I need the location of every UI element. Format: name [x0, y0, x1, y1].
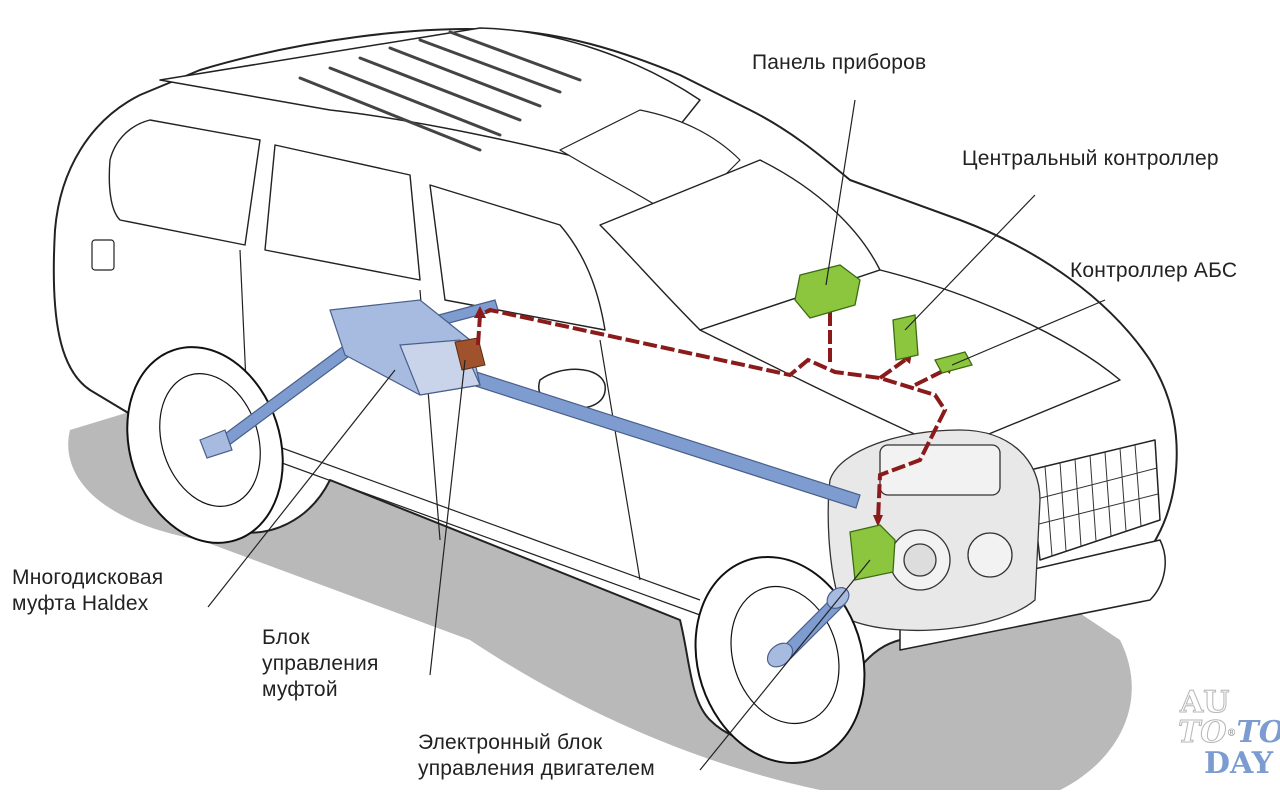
- label-text: управления: [262, 652, 379, 675]
- logo-line-2: TO®TO: [1177, 715, 1280, 750]
- leader-haldex: [207, 369, 396, 608]
- leader-central-controller: [904, 194, 1036, 331]
- label-instrument-panel: Панель приборов: [752, 50, 926, 76]
- leader-ccu: [429, 359, 466, 676]
- logo-line-1: AU: [1180, 685, 1230, 720]
- logo-to-blue: TO: [1236, 715, 1280, 750]
- label-central-controller: Центральный контроллер: [962, 146, 1219, 172]
- label-engine-control-unit: Электронный блок управления двигателем: [418, 730, 655, 782]
- signal-lines: [476, 300, 948, 521]
- label-text: Панель приборов: [752, 51, 927, 74]
- leader-lines: [207, 99, 1106, 771]
- label-text: муфтой: [262, 678, 338, 701]
- logo-to-outline: TO: [1177, 715, 1227, 750]
- leader-dashboard: [825, 99, 856, 286]
- label-text: Центральный контроллер: [962, 147, 1219, 170]
- drivetrain: [199, 299, 861, 668]
- label-text: управления двигателем: [418, 757, 655, 780]
- registered-mark: ®: [1226, 728, 1237, 739]
- label-text: Электронный блок: [418, 731, 603, 754]
- label-abs-controller: Контроллер АБС: [1070, 258, 1237, 284]
- label-text: Контроллер АБС: [1070, 259, 1238, 282]
- autotoday-logo: AU TO®TO DAY: [1177, 685, 1280, 781]
- engine-control-module: [849, 524, 896, 581]
- label-clutch-control-unit: Блок управления муфтой: [262, 625, 379, 703]
- label-text: муфта Haldex: [12, 592, 149, 615]
- instrument-panel-module: [794, 264, 861, 319]
- clutch-control-unit: [454, 337, 486, 371]
- leader-ecm: [699, 559, 871, 771]
- label-text: Многодисковая: [12, 566, 164, 589]
- leader-abs: [951, 299, 1106, 366]
- label-text: Блок: [262, 626, 310, 649]
- logo-line-3: DAY: [1204, 746, 1274, 781]
- label-haldex-clutch: Многодисковая муфта Haldex: [12, 565, 163, 617]
- abs-module: [934, 351, 973, 374]
- central-electronic-module: [892, 314, 919, 361]
